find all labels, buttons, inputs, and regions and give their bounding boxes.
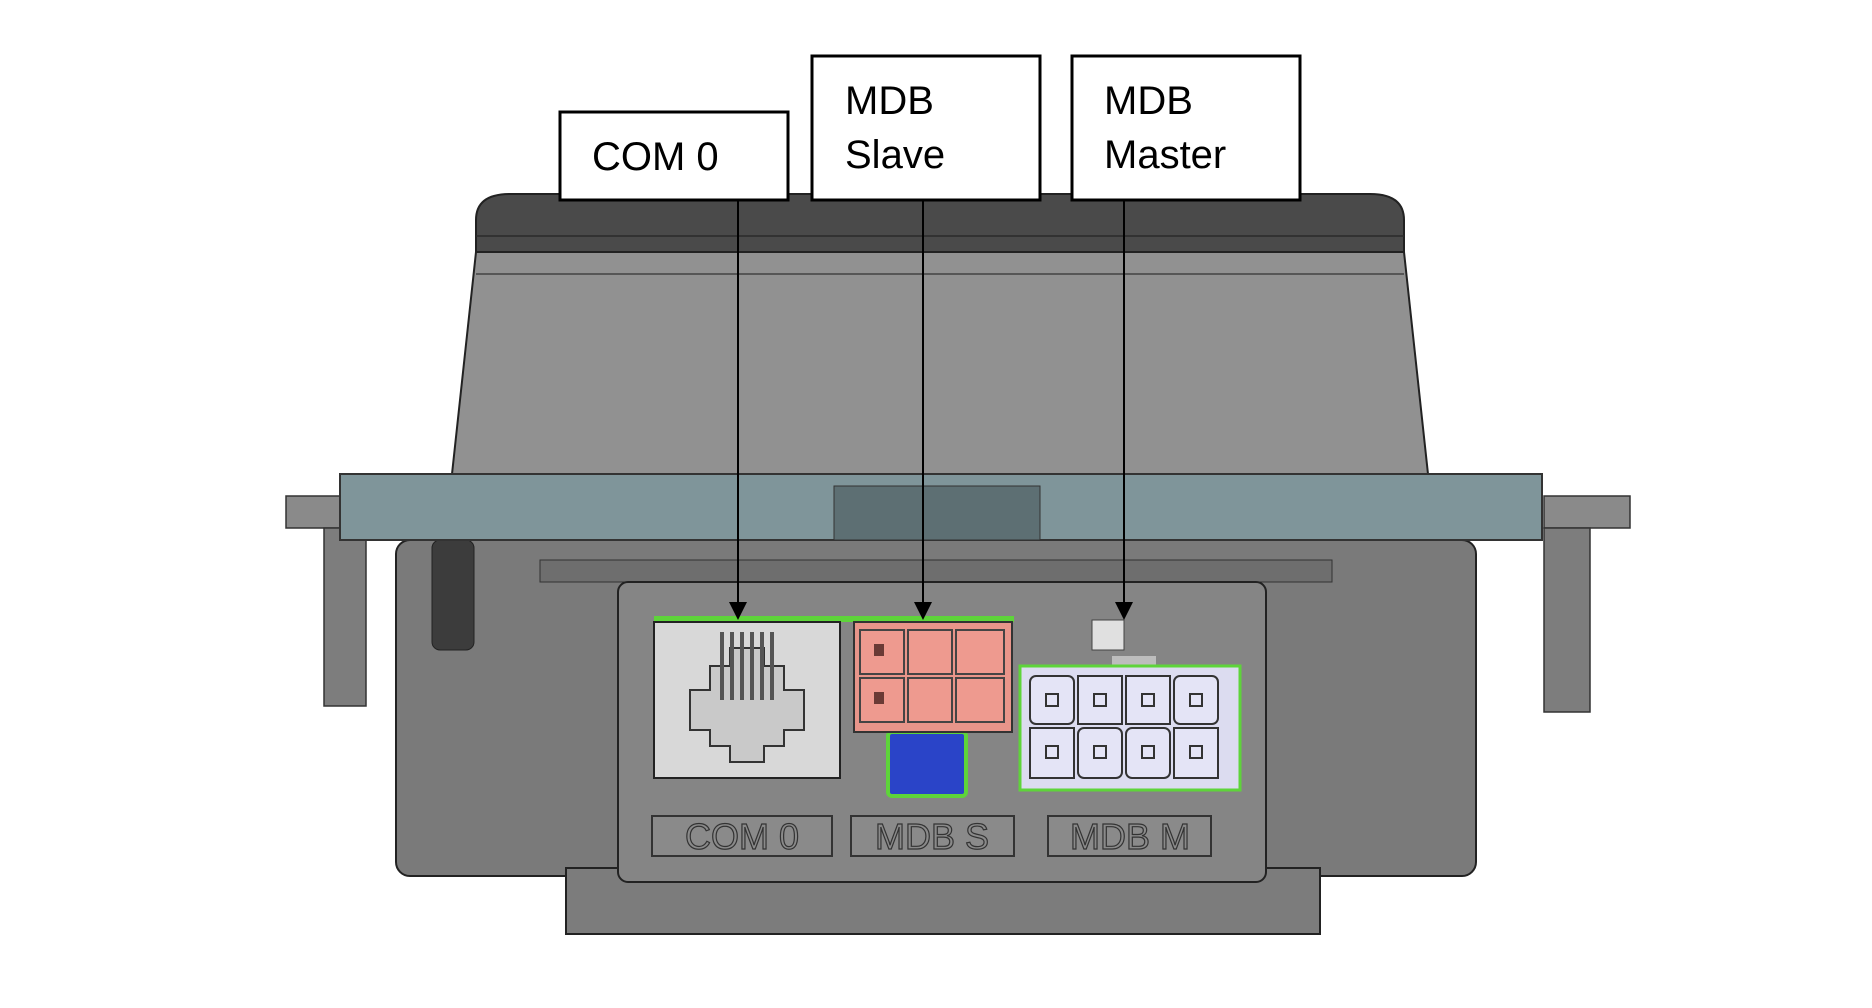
arrow-mdb-master	[1115, 602, 1133, 620]
left-peg	[323, 527, 367, 707]
svg-text:MDB: MDB	[845, 79, 934, 123]
leader-lines	[737, 200, 1125, 604]
svg-text:COM 0: COM 0	[592, 135, 719, 179]
housing-upper	[450, 251, 1430, 475]
callout-mdb-master: MDB Master	[1070, 54, 1302, 202]
embossed-label-mdb-s-frame	[850, 815, 1015, 857]
embossed-label-mdb-m-frame	[1047, 815, 1212, 857]
embossed-label-com0-frame	[651, 815, 833, 857]
svg-text:MDB: MDB	[1104, 79, 1193, 123]
mdb-master-connector[interactable]	[1018, 619, 1242, 792]
top-cap	[475, 193, 1405, 253]
svg-text:Slave: Slave	[845, 133, 945, 177]
mdb-slave-connector[interactable]	[853, 621, 1013, 798]
callout-com0: COM 0	[558, 110, 790, 202]
arrow-com0	[729, 602, 747, 620]
embossed-label-mdb-s: MDB S	[875, 816, 989, 857]
embossed-label-com0: COM 0	[685, 816, 799, 857]
right-mount-tab	[1543, 495, 1631, 529]
callout-mdb-slave: MDB Slave	[810, 54, 1042, 202]
embossed-label-mdb-m: MDB M	[1070, 816, 1190, 857]
svg-text:Master: Master	[1104, 133, 1226, 177]
com0-rj-jack[interactable]	[653, 621, 841, 779]
arrow-mdb-slave	[914, 602, 932, 620]
right-peg	[1543, 527, 1591, 713]
